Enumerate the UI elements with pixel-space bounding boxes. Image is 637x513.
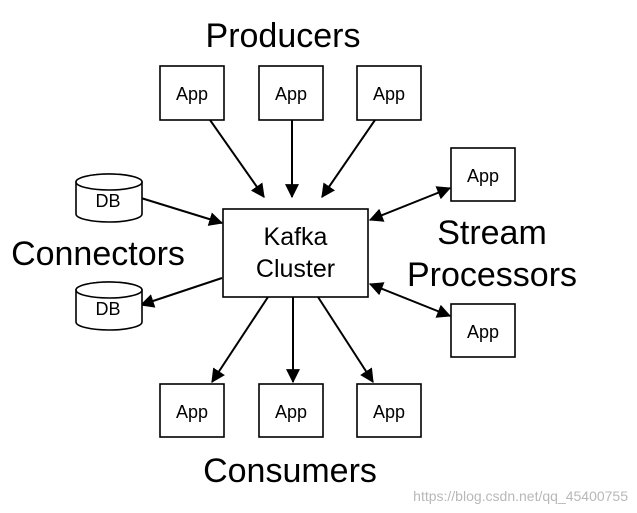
edge-cluster-to-consumer-1	[211, 296, 269, 383]
connectors-label: Connectors	[11, 235, 185, 273]
edge-cluster-to-db-2	[139, 277, 223, 308]
edge-producer-1-to-cluster	[209, 119, 265, 198]
edges	[139, 119, 452, 384]
consumers-label: Consumers	[203, 452, 377, 490]
consumer-app-3: App	[356, 383, 422, 438]
producer-app-2: App	[258, 65, 324, 121]
edge-cluster-stream-app-1	[368, 186, 452, 222]
watermark-text: https://blog.csdn.net/qq_45400755	[413, 488, 628, 504]
producer-app-2-box	[258, 65, 324, 121]
db-1-cylinder-top	[75, 173, 143, 191]
stream-processor-app-2-box	[450, 303, 516, 358]
stream-processor-app-2-label: App	[467, 322, 499, 342]
kafka-cluster-label-line2: Cluster	[256, 255, 335, 283]
stream-processor-app-1-label: App	[467, 166, 499, 186]
kafka-cluster-node: Kafka Cluster	[222, 208, 369, 298]
consumer-app-1: App	[159, 383, 225, 438]
edge-db-1-to-cluster	[140, 197, 224, 226]
connector-db-2-label: DB	[95, 299, 120, 319]
stream-processors-label-line2: Processors	[407, 256, 577, 294]
consumer-app-2-label: App	[275, 402, 307, 422]
stream-processor-app-2: App	[450, 303, 516, 358]
producer-app-3: App	[356, 65, 422, 121]
producers-label: Producers	[206, 17, 361, 55]
connector-db-2: DB	[75, 281, 143, 331]
db-2-cylinder-top	[75, 281, 143, 299]
stream-processor-app-1: App	[450, 147, 516, 202]
kafka-cluster-box	[222, 208, 369, 298]
consumer-app-1-label: App	[176, 402, 208, 422]
consumer-app-2-box	[258, 383, 324, 438]
edge-producer-3-to-cluster	[321, 119, 376, 198]
consumer-app-1-box	[159, 383, 225, 438]
consumer-app-3-box	[356, 383, 422, 438]
connector-db-1: DB	[75, 173, 143, 223]
edge-cluster-to-consumer-3	[317, 296, 374, 383]
consumer-app-3-label: App	[373, 402, 405, 422]
producer-app-3-box	[356, 65, 422, 121]
producer-app-1-label: App	[176, 84, 208, 104]
producer-app-1-box	[159, 65, 225, 121]
connector-db-1-label: DB	[95, 191, 120, 211]
producer-app-2-label: App	[275, 84, 307, 104]
consumer-app-2: App	[258, 383, 324, 438]
edge-cluster-stream-app-2	[368, 282, 452, 318]
producer-app-1: App	[159, 65, 225, 121]
stream-processors-label-line1: Stream	[437, 214, 547, 252]
stream-processor-app-1-box	[450, 147, 516, 202]
producer-app-3-label: App	[373, 84, 405, 104]
kafka-cluster-label-line1: Kafka	[264, 223, 328, 251]
